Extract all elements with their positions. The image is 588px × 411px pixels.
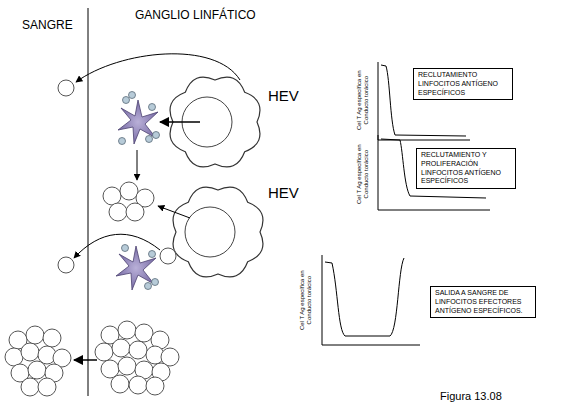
axis-label: Cel T Ag específica en Conducto torácico [356, 138, 370, 210]
region-label: HEV [268, 87, 299, 104]
antigens [119, 92, 160, 145]
lymph-node [173, 187, 263, 277]
graph-curve [325, 258, 404, 336]
flow-arrow [160, 121, 200, 123]
lymphocyte [38, 378, 56, 396]
lymphocyte [103, 187, 121, 205]
lymphocyte [160, 248, 176, 264]
lymphocyte [129, 341, 147, 359]
region-label: GANGLIO LINFÁTICO [135, 8, 256, 22]
antigen [123, 97, 130, 104]
lymphocyte [95, 343, 113, 361]
dendritic-cell [118, 100, 158, 144]
lymphocyte [129, 376, 147, 394]
lymphocyte [21, 343, 39, 361]
lymphocyte [43, 329, 61, 347]
lymphocyte [58, 257, 74, 273]
lymphocyte [26, 326, 44, 344]
dendritic-cell [116, 246, 156, 290]
antigen [146, 136, 153, 143]
note-box: RECLUTAMIENTO Y PROLIFERACIÓN LINFOCITOS… [416, 148, 516, 189]
note-box: RECLUTAMIENTO LINFOCITOS ANTÍGENO ESPECÍ… [413, 68, 513, 100]
follicle [185, 207, 235, 257]
lymphocyte [111, 375, 129, 393]
box-text: RECLUTAMIENTO LINFOCITOS ANTÍGENO ESPECÍ… [418, 71, 508, 97]
lymphocyte [28, 361, 46, 379]
lymphocyte [126, 203, 144, 221]
antigen [129, 92, 136, 99]
antigen [153, 132, 160, 139]
antigen [152, 279, 159, 286]
box-text: SALIDA A SANGRE DE LINFOCITOS EFECTORES … [435, 289, 531, 315]
box-text: RECLUTAMIENTO Y PROLIFERACIÓN LINFOCITOS… [421, 151, 511, 186]
axis-label: Cel T Ag específica en Conducto torácico [356, 64, 370, 136]
flow-arrow [74, 359, 97, 361]
cell-body [116, 246, 156, 290]
antigen [145, 283, 152, 290]
region-label: SANGRE [22, 18, 73, 32]
antigens [122, 245, 159, 290]
cell-body [118, 100, 158, 144]
lymphocyte-cluster [95, 321, 179, 395]
lymphocyte [120, 182, 138, 200]
lymphocyte-cluster [5, 326, 71, 396]
lymphocyte [135, 324, 153, 342]
antigen [122, 245, 129, 252]
node-outline [173, 187, 263, 277]
axis-label: Cel T Ag específica en Conducto torácico [299, 264, 313, 336]
lymphocyte [118, 357, 136, 375]
lymphocyte [5, 348, 23, 366]
divider-line [88, 8, 89, 396]
lymphocyte [118, 321, 136, 339]
antigen [119, 138, 126, 145]
lymphocyte [21, 378, 39, 396]
lymphocyte [112, 339, 130, 357]
antigen [149, 251, 156, 258]
note-box: SALIDA A SANGRE DE LINFOCITOS EFECTORES … [430, 286, 536, 318]
figure-caption: Figura 13.08 [440, 390, 502, 402]
antigen [149, 104, 156, 111]
lymphocyte [58, 80, 74, 96]
lymphocyte-cluster [103, 182, 154, 221]
flow-arrow [74, 234, 160, 258]
lymphocyte [146, 377, 164, 395]
graph-axes [322, 255, 420, 345]
flow-arrow [76, 54, 240, 82]
flow-arrow [137, 150, 138, 180]
flow-arrow [158, 206, 190, 218]
lymphocyte [109, 203, 127, 221]
region-label: HEV [268, 184, 299, 201]
